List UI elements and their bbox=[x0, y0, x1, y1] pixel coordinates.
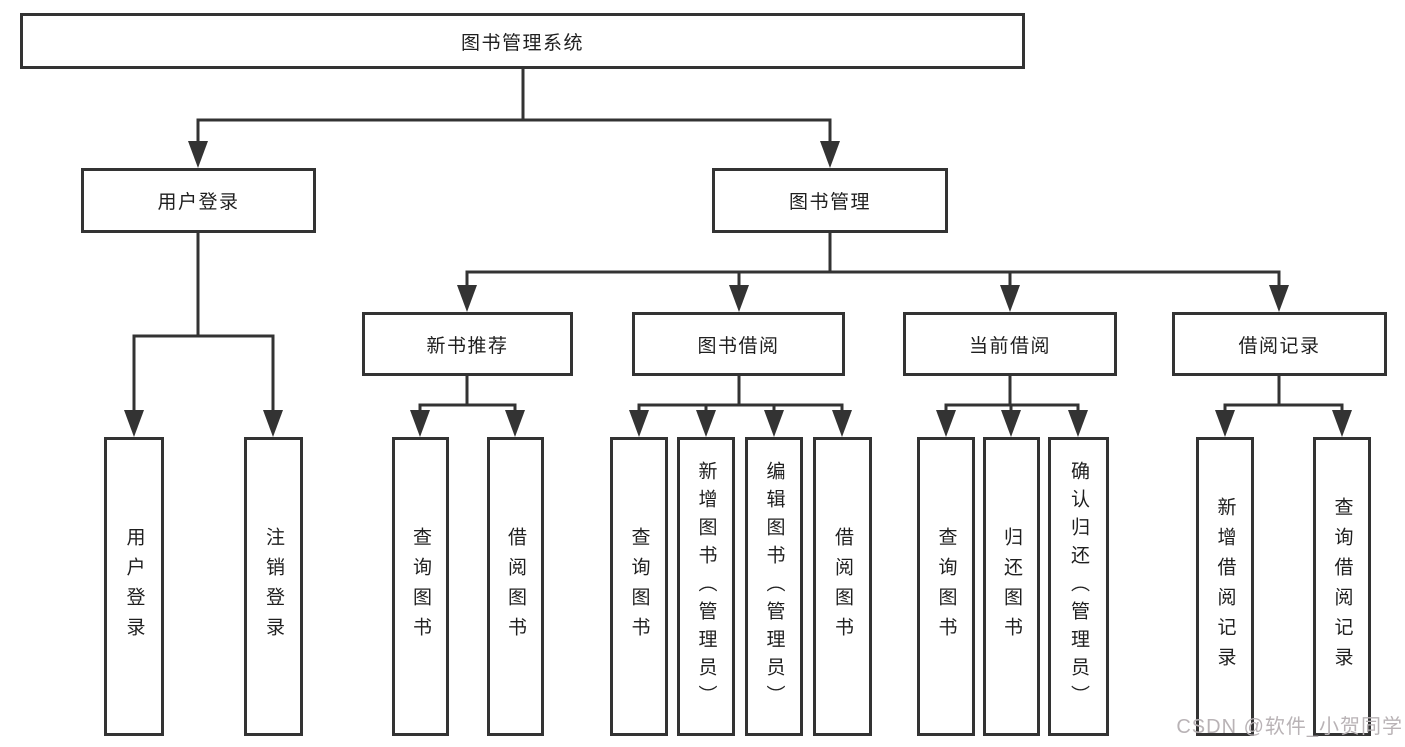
arrowheads bbox=[124, 141, 1352, 437]
leaf-cb-return-books: 归还图书 bbox=[983, 437, 1040, 736]
node-new-book-recommend-label: 新书推荐 bbox=[426, 335, 509, 357]
connector-new-book-bus bbox=[418, 374, 517, 414]
leaf-br-query-record: 查询借阅记录 bbox=[1313, 437, 1371, 736]
leaf-cb-return-books-label: 归还图书 bbox=[1001, 526, 1022, 647]
leaf-br-add-record-label: 新增借阅记录 bbox=[1214, 496, 1236, 677]
leaf-bb-borrow-books: 借阅图书 bbox=[813, 437, 872, 736]
arrow-icon bbox=[1269, 285, 1289, 312]
node-book-management-label: 图书管理 bbox=[788, 192, 871, 213]
leaf-bb-add-books-admin: 新增图书（管理员） bbox=[677, 437, 735, 736]
node-book-borrowing-label: 图书借阅 bbox=[697, 335, 780, 357]
node-book-management: 图书管理 bbox=[712, 168, 948, 233]
leaf-user-login: 用户登录 bbox=[104, 437, 164, 736]
arrow-icon bbox=[936, 410, 956, 437]
leaf-bb-edit-books-admin: 编辑图书（管理员） bbox=[745, 437, 803, 736]
leaf-bb-query-books: 查询图书 bbox=[610, 437, 668, 736]
arrow-icon bbox=[832, 410, 852, 437]
arrow-icon bbox=[820, 141, 840, 168]
node-new-book-recommend: 新书推荐 bbox=[362, 312, 573, 376]
leaf-bb-add-books-admin-label: 新增图书（管理员） bbox=[695, 460, 717, 713]
arrow-icon bbox=[764, 410, 784, 437]
node-user-login-label: 用户登录 bbox=[157, 192, 240, 213]
arrow-icon bbox=[1000, 285, 1020, 312]
arrow-icon bbox=[124, 410, 144, 437]
leaf-cb-confirm-return-admin-label: 确认归还（管理员） bbox=[1068, 460, 1089, 713]
leaf-nb-query-books-label: 查询图书 bbox=[410, 526, 431, 647]
arrow-icon bbox=[505, 410, 525, 437]
arrow-icon bbox=[188, 141, 208, 168]
connector-user-login-bus bbox=[132, 231, 275, 414]
connector-current-borrow-bus bbox=[944, 374, 1080, 414]
leaf-nb-borrow-books: 借阅图书 bbox=[487, 437, 544, 736]
leaf-bb-edit-books-admin-label: 编辑图书（管理员） bbox=[763, 460, 785, 713]
arrow-icon bbox=[629, 410, 649, 437]
leaf-logout-label: 注销登录 bbox=[263, 526, 284, 647]
node-borrowing-records: 借阅记录 bbox=[1172, 312, 1387, 376]
csdn-watermark: CSDN @软件_小贺同学 bbox=[1176, 716, 1403, 738]
node-current-borrowing: 当前借阅 bbox=[903, 312, 1117, 376]
node-root-system: 图书管理系统 bbox=[20, 13, 1025, 69]
arrow-icon bbox=[729, 285, 749, 312]
arrow-icon bbox=[263, 410, 283, 437]
arrow-icon bbox=[1215, 410, 1235, 437]
leaf-bb-query-books-label: 查询图书 bbox=[628, 526, 650, 647]
node-current-borrowing-label: 当前借阅 bbox=[968, 335, 1051, 357]
arrow-icon bbox=[1001, 410, 1021, 437]
arrow-icon bbox=[696, 410, 716, 437]
leaf-bb-borrow-books-label: 借阅图书 bbox=[832, 526, 853, 647]
leaf-nb-query-books: 查询图书 bbox=[392, 437, 449, 736]
connector-borrow-record-bus bbox=[1223, 374, 1344, 414]
arrow-icon bbox=[1332, 410, 1352, 437]
arrow-icon bbox=[457, 285, 477, 312]
leaf-user-login-label: 用户登录 bbox=[123, 526, 145, 647]
node-user-login: 用户登录 bbox=[81, 168, 316, 233]
leaf-cb-query-books: 查询图书 bbox=[917, 437, 975, 736]
leaf-logout: 注销登录 bbox=[244, 437, 303, 736]
connector-book-borrow-bus bbox=[637, 374, 844, 414]
leaf-br-query-record-label: 查询借阅记录 bbox=[1331, 496, 1353, 677]
node-book-borrowing: 图书借阅 bbox=[632, 312, 845, 376]
node-borrowing-records-label: 借阅记录 bbox=[1238, 335, 1321, 357]
connector-book-mgmt-bus bbox=[465, 231, 1281, 289]
arrow-icon bbox=[410, 410, 430, 437]
leaf-cb-confirm-return-admin: 确认归还（管理员） bbox=[1048, 437, 1109, 736]
leaf-br-add-record: 新增借阅记录 bbox=[1196, 437, 1254, 736]
leaf-cb-query-books-label: 查询图书 bbox=[935, 526, 957, 647]
connector-root-bus bbox=[196, 67, 832, 144]
node-root-system-label: 图书管理系统 bbox=[460, 32, 584, 54]
leaf-nb-borrow-books-label: 借阅图书 bbox=[505, 526, 526, 647]
arrow-icon bbox=[1068, 410, 1088, 437]
